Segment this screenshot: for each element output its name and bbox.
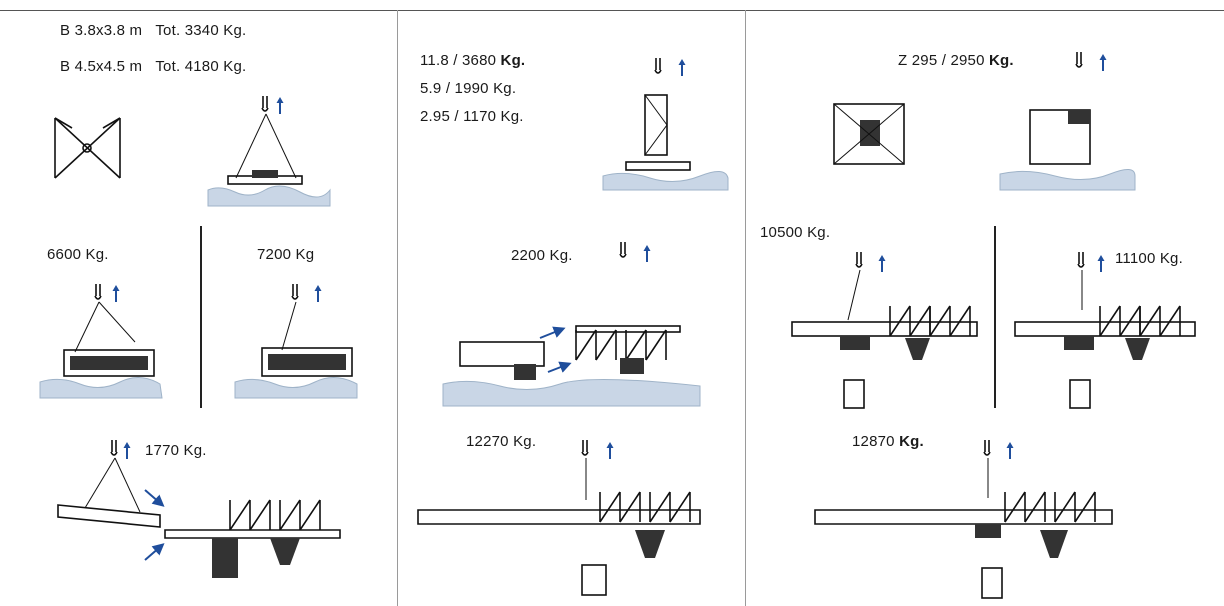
base-small-size: B 3.8x3.8 m (60, 22, 143, 39)
jib-weight: 1770 Kg. (145, 442, 207, 459)
base-small-label: B 3.8x3.8 m Tot. 3340 Kg. (60, 22, 246, 39)
chassis-icon-b (234, 283, 358, 399)
assembly-weight-3-value: 12870 (852, 433, 895, 450)
section-icon-b (1014, 251, 1196, 409)
mast-section-3: 2.95 / 1170 Kg. (420, 108, 524, 125)
panel-divider-1 (397, 10, 398, 606)
jib-section-icon (442, 241, 701, 407)
base-large-weight: Tot. 4180 Kg. (155, 58, 247, 75)
chassis-weight-a: 6600 Kg. (47, 246, 109, 263)
section-divider-right (994, 226, 996, 408)
base-large-size: B 4.5x4.5 m (60, 58, 143, 75)
assembly-weight-2: 12270 Kg. (466, 433, 537, 450)
base-small-weight: Tot. 3340 Kg. (155, 22, 247, 39)
jib-section-weight: 2200 Kg. (511, 247, 573, 264)
assembly-icon-3 (814, 439, 1113, 599)
mast-section-1: 11.8 / 3680 Kg. (420, 52, 525, 69)
weight-a: 10500 Kg. (760, 224, 831, 241)
section-icon-a (791, 251, 978, 409)
x-base-icon (54, 117, 121, 179)
chassis-icon-a (39, 283, 163, 399)
counterjib-icons (833, 51, 1136, 191)
counterjib-label: Z 295 / 2950 Kg. (898, 52, 1014, 69)
base-large-label: B 4.5x4.5 m Tot. 4180 Kg. (60, 58, 246, 75)
mast-lift-icon (602, 57, 729, 191)
mast-section-1-value: 11.8 / 3680 (420, 52, 497, 69)
assembly-weight-3-unit: Kg. (899, 433, 924, 450)
chassis-weight-b: 7200 Kg (257, 246, 315, 263)
jib-lift-icon (57, 439, 341, 578)
top-border (0, 10, 1224, 11)
mast-section-1-unit: Kg. (500, 52, 526, 69)
section-divider-left (200, 226, 202, 408)
assembly-icon-2 (417, 439, 701, 596)
counterjib-value: Z 295 / 2950 (898, 52, 985, 69)
base-lift-icon (207, 95, 331, 207)
weight-b: 11100 Kg. (1115, 250, 1183, 267)
counterjib-unit: Kg. (989, 52, 1014, 69)
assembly-weight-3: 12870 Kg. (852, 433, 924, 450)
panel-divider-2 (745, 10, 746, 606)
mast-section-2: 5.9 / 1990 Kg. (420, 80, 517, 97)
